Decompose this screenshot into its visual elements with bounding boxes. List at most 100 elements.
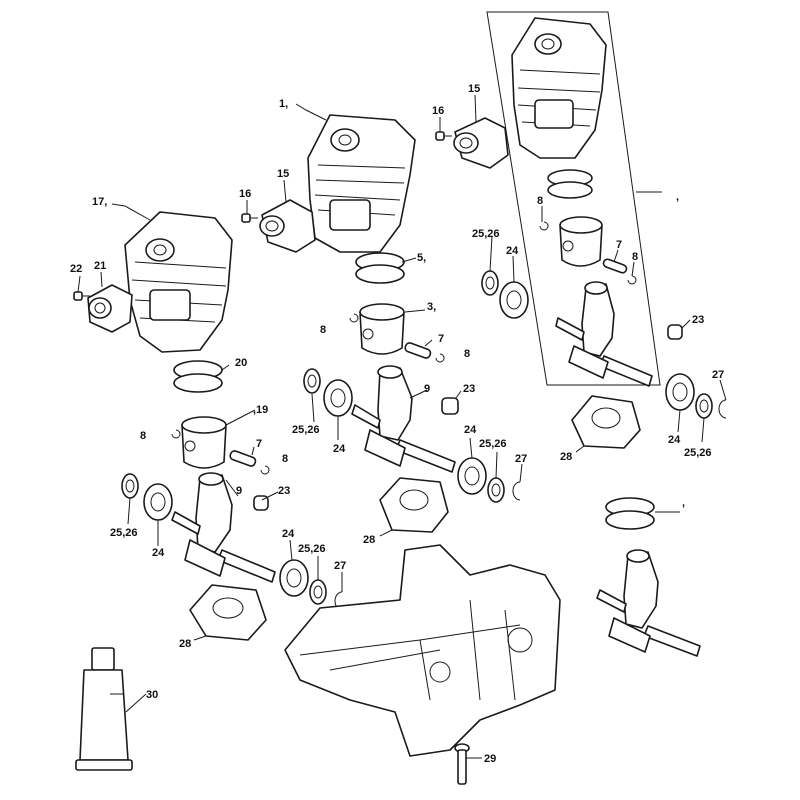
needle-cage-23 bbox=[667, 324, 683, 340]
intake-flange-21 bbox=[87, 284, 133, 333]
callout-24: 24 bbox=[282, 528, 295, 540]
callout-20: 20 bbox=[235, 357, 247, 369]
screw-29 bbox=[454, 743, 470, 785]
circlip-8 bbox=[171, 429, 181, 439]
callout-23: 23 bbox=[463, 383, 475, 395]
callout-9: 9 bbox=[424, 383, 430, 395]
oil-seal-25-26 bbox=[487, 477, 505, 503]
callout-25-26: 25,26 bbox=[298, 543, 326, 555]
callout-22: 22 bbox=[70, 263, 82, 275]
callout-8: 8 bbox=[320, 324, 326, 336]
callout-28: 28 bbox=[560, 451, 572, 463]
crankcase-half-28-mid bbox=[379, 477, 449, 533]
callout-28: 28 bbox=[363, 534, 375, 546]
piston-19 bbox=[181, 416, 227, 469]
callout-7: 7 bbox=[438, 333, 444, 345]
piston-pin-7-mid bbox=[404, 342, 432, 359]
callout-27: 27 bbox=[334, 560, 346, 572]
callout-8: 8 bbox=[140, 430, 146, 442]
circlip-8 bbox=[627, 275, 637, 285]
crankcase-half-28-boxed bbox=[571, 395, 641, 449]
callout-5: 5, bbox=[417, 252, 426, 264]
circlip-8 bbox=[435, 353, 445, 363]
ball-bearing-24 bbox=[665, 373, 695, 411]
callout-24: 24 bbox=[506, 245, 519, 257]
cylinder-1 bbox=[307, 114, 416, 253]
callout-16: 16 bbox=[432, 105, 444, 117]
callout-25-26: 25,26 bbox=[684, 447, 712, 459]
cylinder-17 bbox=[124, 211, 233, 353]
grease-tube-30 bbox=[75, 647, 133, 771]
circlip-8 bbox=[260, 465, 270, 475]
cylinder-boxed bbox=[511, 17, 607, 159]
callout-25-26: 25,26 bbox=[472, 228, 500, 240]
callout-9: 9 bbox=[236, 485, 242, 497]
callout-19: ,19 bbox=[253, 404, 268, 416]
callout-8: 8 bbox=[537, 195, 543, 207]
callout-21: 21 bbox=[94, 260, 106, 272]
crankshaft-boxed bbox=[555, 281, 653, 387]
ball-bearing-24 bbox=[457, 457, 487, 495]
callout-17: 17, bbox=[92, 196, 107, 208]
callout-27: 27 bbox=[712, 369, 724, 381]
crankshaft-lower-right bbox=[596, 549, 701, 657]
crankshaft-9-mid bbox=[351, 365, 456, 473]
piston-rings-5 bbox=[355, 252, 405, 284]
crankshaft-9-left bbox=[171, 472, 276, 583]
callout-3: 3, bbox=[427, 301, 436, 313]
screw-16-mid bbox=[241, 213, 258, 223]
callout-29: 29 bbox=[484, 753, 496, 765]
piston-3 bbox=[359, 303, 405, 355]
callout-8: 8 bbox=[464, 348, 470, 360]
callout-7: 7 bbox=[256, 438, 262, 450]
callout-1: 1, bbox=[279, 98, 288, 110]
callout-8: 8 bbox=[632, 251, 638, 263]
callout-28: 28 bbox=[179, 638, 191, 650]
oil-seal-25-26 bbox=[481, 270, 499, 296]
callout-7: 7 bbox=[616, 239, 622, 251]
callout-15: 15 bbox=[468, 83, 480, 95]
callout-frame: , bbox=[676, 191, 679, 203]
circlip-8 bbox=[349, 313, 359, 323]
callout-23: 23 bbox=[692, 314, 704, 326]
callout-rings: , bbox=[682, 497, 685, 509]
crankcase-half-28-left bbox=[189, 584, 267, 641]
callout-24: 24 bbox=[152, 547, 165, 559]
callout-15: 15 bbox=[277, 168, 289, 180]
oil-seal-25-26 bbox=[303, 368, 321, 394]
callout-24: 24 bbox=[333, 443, 346, 455]
ball-bearing-24 bbox=[499, 281, 529, 319]
callout-30: 30 bbox=[146, 689, 158, 701]
screw-16-upper bbox=[435, 131, 452, 141]
circlip-8 bbox=[539, 221, 549, 231]
oil-seal-25-26 bbox=[695, 393, 713, 419]
callout-25-26: 25,26 bbox=[110, 527, 138, 539]
intake-flange-15-upper bbox=[453, 117, 509, 169]
assembly-frame bbox=[486, 11, 661, 386]
oil-seal-25-26 bbox=[309, 579, 327, 605]
callout-24: 24 bbox=[464, 424, 477, 436]
needle-cage-23 bbox=[253, 495, 269, 511]
piston-boxed bbox=[559, 216, 603, 267]
intake-flange-15-mid bbox=[259, 199, 316, 253]
engine-housing bbox=[284, 544, 561, 757]
callout-25-26: 25,26 bbox=[479, 438, 507, 450]
leader-lines bbox=[77, 94, 727, 759]
callout-24: 24 bbox=[668, 434, 681, 446]
ball-bearing-24 bbox=[279, 559, 309, 597]
piston-pin-7-left bbox=[229, 450, 257, 467]
piston-rings-boxed bbox=[547, 169, 593, 199]
needle-cage-23 bbox=[441, 397, 459, 415]
callout-8: 8 bbox=[282, 453, 288, 465]
callout-16: 16 bbox=[239, 188, 251, 200]
retaining-ring-27 bbox=[512, 481, 521, 501]
callout-23: 23 bbox=[278, 485, 290, 497]
callout-labels: 1, 15 16 15 16 17, 22 21 5, 3, 8 7 8 20 … bbox=[70, 83, 724, 765]
piston-rings-lower-right bbox=[605, 497, 655, 530]
ball-bearing-24 bbox=[143, 483, 173, 521]
callout-25-26: 25,26 bbox=[292, 424, 320, 436]
piston-pin-7-boxed bbox=[602, 258, 628, 274]
retaining-ring-27 bbox=[718, 399, 727, 419]
